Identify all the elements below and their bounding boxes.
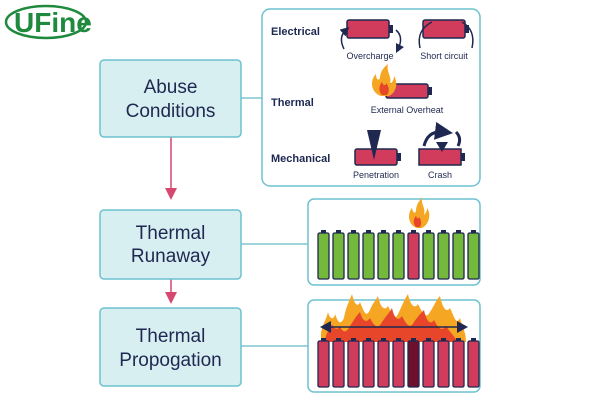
runaway-line2: Runaway <box>131 246 211 267</box>
nail-icon <box>367 130 381 160</box>
battery-cell <box>332 340 345 388</box>
curved-arrow-icon <box>339 27 350 50</box>
box-thermal-propagation: Thermal Propogation <box>99 307 242 387</box>
battery-cell <box>437 340 450 388</box>
battery-cell <box>422 232 435 280</box>
battery-overcharge <box>346 19 393 39</box>
battery-cell <box>422 340 435 388</box>
battery-cell <box>377 232 390 280</box>
battery-cell <box>347 340 360 388</box>
battery-cell-cap <box>351 230 356 233</box>
battery-cell <box>452 232 465 280</box>
battery-cell-cap <box>396 338 401 341</box>
battery-cell <box>317 340 330 388</box>
battery-cell-cap <box>321 338 326 341</box>
ufine-logo: UFine <box>4 4 92 40</box>
flames-row <box>320 294 466 342</box>
propagation-line2: Propogation <box>119 350 221 371</box>
battery-cell-cap <box>426 230 431 233</box>
battery-cell <box>407 232 420 280</box>
battery-cell <box>377 340 390 388</box>
battery-cell <box>317 232 330 280</box>
battery-cell-cap <box>426 338 431 341</box>
battery-cell <box>362 232 375 280</box>
battery-cell-cap <box>366 338 371 341</box>
battery-cell <box>467 340 480 388</box>
battery-cell <box>347 232 360 280</box>
battery-penetration <box>354 130 401 166</box>
battery-cell <box>467 232 480 280</box>
battery-cell-cap <box>441 230 446 233</box>
battery-external-overheat <box>385 83 432 99</box>
panel-runaway <box>307 198 481 286</box>
battery-cell-cap <box>381 230 386 233</box>
label-thermal: Thermal <box>271 97 314 109</box>
box-thermal-runaway: Thermal Runaway <box>99 209 242 280</box>
battery-cell-cap <box>336 230 341 233</box>
battery-cell <box>392 232 405 280</box>
battery-cell-cap <box>396 230 401 233</box>
label-crash: Crash <box>428 170 452 180</box>
label-mechanical: Mechanical <box>271 153 330 165</box>
arrow-right-icon <box>457 321 468 333</box>
battery-cell-cap <box>441 338 446 341</box>
cell-row-runaway <box>317 230 480 280</box>
short-circuit-wire <box>418 21 433 49</box>
battery-cell-cap <box>351 338 356 341</box>
battery-cell-cap <box>456 230 461 233</box>
label-electrical: Electrical <box>271 26 320 38</box>
propagation-line1: Thermal <box>136 326 206 347</box>
flame-icon <box>409 198 430 228</box>
battery-cell <box>407 340 420 388</box>
battery-crash <box>418 121 465 166</box>
battery-cell <box>392 340 405 388</box>
curved-arrow-icon <box>395 29 405 54</box>
flame-icon <box>371 64 397 96</box>
battery-cell-cap <box>411 230 416 233</box>
battery-cell <box>452 340 465 388</box>
abuse-line1: Abuse <box>144 77 198 98</box>
curved-arrow-icon <box>422 121 453 147</box>
panel-propagation <box>307 294 481 393</box>
box-abuse-conditions: Abuse Conditions <box>99 59 242 138</box>
battery-cell-cap <box>456 338 461 341</box>
abuse-line2: Conditions <box>126 101 216 122</box>
runaway-line1: Thermal <box>136 223 206 244</box>
label-penetration: Penetration <box>353 170 399 180</box>
battery-cell <box>437 232 450 280</box>
battery-cell-cap <box>366 230 371 233</box>
logo-text: UFine <box>14 7 92 38</box>
short-circuit-wire <box>461 21 474 49</box>
battery-cell-cap <box>321 230 326 233</box>
cell-row-propagation <box>317 338 480 388</box>
crash-impact-icon <box>454 130 462 147</box>
battery-cell <box>362 340 375 388</box>
panel-abuse-types: Electrical Thermal Mechanical Overcharge… <box>261 8 481 187</box>
battery-cell-cap <box>381 338 386 341</box>
battery-cell-cap <box>471 230 476 233</box>
battery-cell-cap <box>411 338 416 341</box>
label-overcharge: Overcharge <box>346 51 393 61</box>
label-external-overheat: External Overheat <box>371 105 444 115</box>
arrow-left-icon <box>320 321 331 333</box>
battery-cell <box>332 232 345 280</box>
battery-cell-cap <box>471 338 476 341</box>
label-short-circuit: Short circuit <box>420 51 468 61</box>
battery-cell-cap <box>336 338 341 341</box>
